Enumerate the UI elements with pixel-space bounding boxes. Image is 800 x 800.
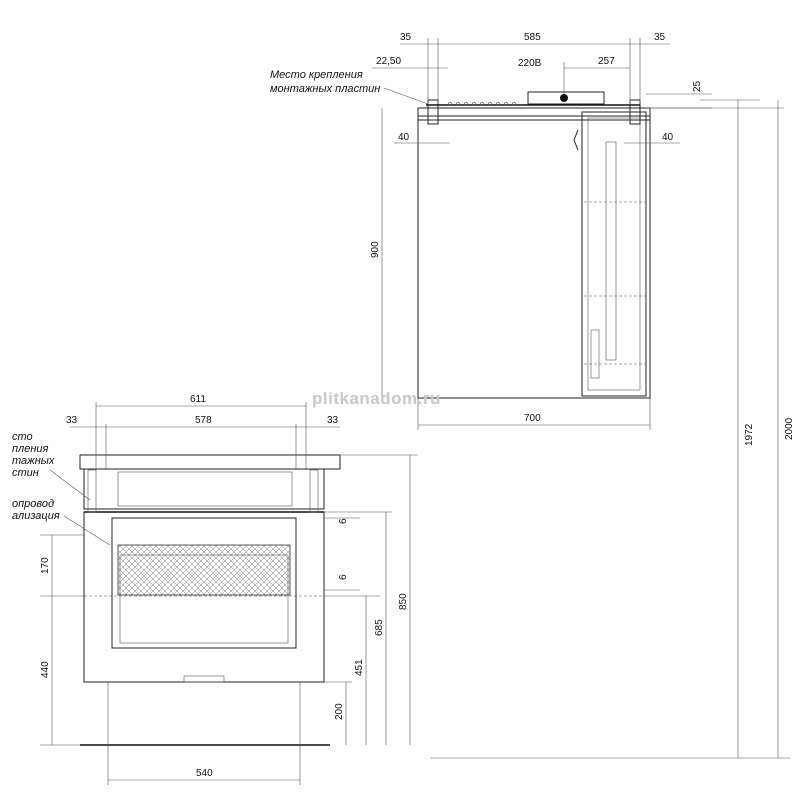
vanity-mount-label-1: сто	[12, 431, 33, 443]
dim-40-left: 40	[398, 132, 410, 143]
vanity-mount-label-4: стин	[12, 467, 39, 479]
socket-icon	[560, 94, 568, 102]
mirror-side-cabinet	[581, 111, 647, 397]
dim-200: 200	[334, 703, 345, 720]
dim-33-left: 33	[66, 415, 78, 426]
dim-170: 170	[40, 557, 51, 574]
mount-plate-right	[629, 99, 641, 125]
dim-6-top: 6	[338, 518, 349, 524]
vanity-drawer-frame	[111, 517, 297, 649]
dim-611: 611	[190, 394, 206, 405]
dim-540: 540	[196, 768, 213, 779]
dim-2000: 2000	[784, 417, 795, 440]
vanity-pipe-label-2: ализация	[12, 510, 60, 522]
overall-dims: 1972 2000	[430, 99, 795, 759]
dim-585: 585	[524, 32, 541, 43]
dim-451: 451	[354, 659, 365, 676]
vanity-handle	[183, 675, 225, 683]
vanity: 611 578 33 33 сто пления тажных стин опр…	[12, 394, 418, 785]
dim-578: 578	[195, 415, 212, 426]
socket-box	[527, 91, 605, 105]
dim-33-right: 33	[327, 415, 339, 426]
vanity-mount-label-2: пления	[12, 443, 49, 455]
dim-35-left: 35	[400, 32, 412, 43]
dim-1972: 1972	[744, 423, 755, 446]
dim-900: 900	[370, 241, 381, 258]
mirror-outline	[417, 107, 651, 399]
dim-700: 700	[524, 413, 541, 424]
vanity-upper	[83, 468, 325, 510]
vanity-mount-label-3: тажных	[12, 455, 55, 467]
dim-25: 25	[692, 80, 703, 92]
dim-685: 685	[374, 619, 385, 636]
dim-40-right: 40	[662, 132, 674, 143]
dim-440: 440	[40, 661, 51, 678]
drawer-hatch	[117, 544, 291, 596]
mirror-cabinet: 35 585 35 22,50 257 220В Место крепления…	[270, 32, 712, 430]
vanity-pipe-label-1: опровод	[12, 498, 54, 510]
dim-22-50: 22,50	[376, 56, 401, 67]
socket-label: 220В	[518, 58, 542, 69]
mount-label-2: монтажных пластин	[270, 83, 380, 95]
vanity-countertop	[79, 454, 341, 470]
dim-257: 257	[598, 56, 615, 67]
mount-plate-left	[427, 99, 439, 125]
mount-label-1: Место крепления	[270, 69, 363, 81]
dim-850: 850	[398, 593, 409, 610]
dim-35-right: 35	[654, 32, 666, 43]
mirror-top-rail	[448, 102, 516, 106]
dim-6-mid: 6	[338, 574, 349, 580]
watermark: plitkanadom.ru	[312, 389, 441, 408]
